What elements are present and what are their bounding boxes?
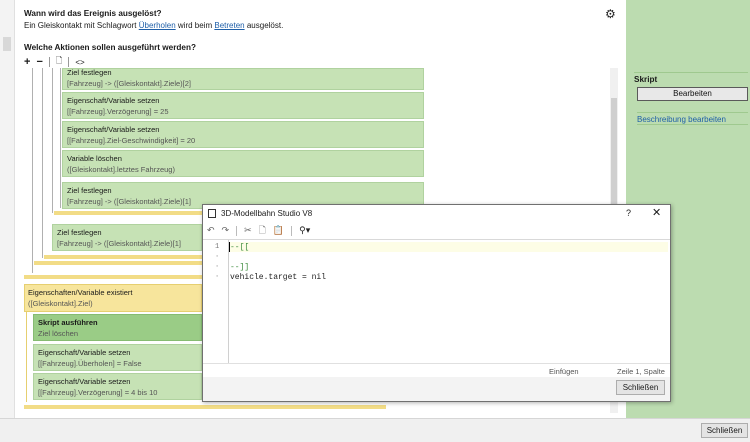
action-item[interactable]: Ziel festlegen [Fahrzeug] -> ([Gleiskont…	[62, 68, 424, 90]
dialog-title: 3D-Modellbahn Studio V8	[221, 209, 313, 218]
add-icon[interactable]: +	[24, 56, 31, 68]
action-title: Eigenschaft/Variable setzen	[67, 125, 160, 134]
event-line-prefix: Ein Gleiskontakt mit Schlagwort	[24, 21, 137, 30]
script-editor-dialog: 3D-Modellbahn Studio V8 ? ✕ ↶ ↷ ✂ 🗋 📋 ⚲▾…	[202, 204, 671, 402]
code-line: --[[	[230, 243, 250, 252]
event-line-suffix: ausgelöst.	[246, 21, 284, 30]
action-subtitle: [[Fahrzeug].Ziel-Geschwindigkeit] = 20	[67, 136, 196, 145]
action-subtitle: [[Fahrzeug].Überholen] = False	[38, 359, 142, 368]
block-end-bar	[44, 255, 202, 259]
action-subtitle: [[Fahrzeug].Verzögerung] = 25	[67, 107, 169, 116]
action-item[interactable]: Eigenschaft/Variable setzen [[Fahrzeug].…	[62, 121, 424, 148]
action-title: Variable löschen	[67, 154, 122, 163]
remove-icon[interactable]: −	[36, 56, 43, 68]
condition-subtitle: ([Gleiskontakt].Ziel)	[28, 299, 93, 308]
insert-mode: Einfügen	[549, 367, 579, 376]
undo-icon[interactable]: ↶	[207, 225, 215, 235]
app-icon	[208, 209, 216, 218]
action-title: Ziel festlegen	[67, 186, 112, 195]
edit-button[interactable]: Bearbeiten	[637, 87, 748, 101]
edit-description-link[interactable]: Beschreibung bearbeiten	[637, 112, 748, 125]
event-question: Wann wird das Ereignis ausgelöst?	[24, 9, 162, 18]
close-icon[interactable]: ✕	[652, 207, 662, 219]
editor-toolbar: ↶ ↷ ✂ 🗋 📋 ⚲▾	[203, 223, 670, 238]
code-line: vehicle.target = nil	[230, 273, 327, 282]
dialog-close-button[interactable]: Schließen	[616, 380, 665, 395]
action-subtitle: [Fahrzeug] -> ([Gleiskontakt].Ziele)[2]	[67, 79, 192, 88]
copy-icon[interactable]: 🗋	[258, 224, 266, 235]
footer-bar	[0, 418, 750, 442]
line-number-gutter: 1 · · ·	[203, 240, 229, 364]
action-item[interactable]: Ziel festlegen [Fahrzeug] -> ([Gleiskont…	[52, 224, 202, 251]
right-panel-header: Skript	[634, 72, 748, 86]
tree-line	[42, 68, 43, 258]
text-cursor	[229, 242, 230, 252]
toolbar-separator	[291, 225, 293, 236]
condition-block[interactable]: Eigenschaften/Variable existiert ([Gleis…	[24, 284, 202, 312]
tree-line	[52, 68, 53, 213]
trigger-action-link[interactable]: Betreten	[214, 21, 245, 30]
paste-icon[interactable]: 📋	[272, 225, 285, 235]
action-item[interactable]: Eigenschaft/Variable setzen [[Fahrzeug].…	[33, 344, 202, 371]
action-subtitle: ([Gleiskontakt].letztes Fahrzeug)	[67, 165, 175, 174]
block-end-bar	[24, 405, 386, 409]
left-strip-tab[interactable]	[3, 37, 11, 51]
action-item[interactable]: Variable löschen ([Gleiskontakt].letztes…	[62, 150, 424, 177]
toolbar-separator	[68, 57, 70, 67]
action-item-selected[interactable]: Skript ausführen Ziel löschen	[33, 314, 202, 341]
action-title: Eigenschaft/Variable setzen	[38, 377, 131, 386]
search-icon[interactable]: ⚲▾	[299, 225, 311, 235]
toolbar-separator	[48, 57, 50, 67]
document-icon[interactable]: 🗋	[55, 56, 63, 65]
event-description: Ein Gleiskontakt mit Schlagwort Überhole…	[24, 21, 283, 30]
left-strip	[0, 0, 15, 418]
action-subtitle: [Fahrzeug] -> ([Gleiskontakt].Ziele)[1]	[67, 197, 192, 206]
action-item[interactable]: Eigenschaft/Variable setzen [[Fahrzeug].…	[33, 373, 202, 400]
actions-title: Welche Aktionen sollen ausgeführt werden…	[24, 43, 196, 52]
action-title: Skript ausführen	[38, 318, 98, 327]
editor-statusbar: Einfügen Zeile 1, Spalte 1	[203, 363, 670, 385]
keyword-link[interactable]: Überholen	[138, 21, 176, 30]
block-end-bar	[24, 275, 202, 279]
current-line-highlight	[230, 242, 668, 252]
action-item[interactable]: Eigenschaft/Variable setzen [[Fahrzeug].…	[62, 92, 424, 119]
action-subtitle: [[Fahrzeug].Verzögerung] = 4 bis 10	[38, 388, 158, 397]
line-number: 1	[215, 243, 220, 251]
action-subtitle: [Fahrzeug] -> ([Gleiskontakt].Ziele)[1]	[57, 239, 182, 248]
actions-toolbar: + − 🗋 <>	[24, 56, 85, 68]
block-end-bar	[34, 261, 202, 265]
action-title: Ziel festlegen	[67, 68, 112, 77]
code-editor[interactable]: 1 · · · --[[ --]] vehicle.target = nil	[203, 239, 670, 364]
action-title: Eigenschaft/Variable setzen	[38, 348, 131, 357]
line-number: ·	[215, 263, 220, 271]
line-number: ·	[215, 253, 220, 261]
action-subtitle: Ziel löschen	[38, 329, 79, 338]
cut-icon[interactable]: ✂	[244, 225, 252, 235]
code-line: --]]	[230, 263, 250, 272]
tree-line	[32, 68, 33, 273]
toolbar-separator	[236, 225, 238, 236]
tree-line	[60, 68, 61, 208]
close-button[interactable]: Schließen	[701, 423, 748, 438]
code-icon[interactable]: <>	[75, 57, 85, 67]
action-title: Ziel festlegen	[57, 228, 102, 237]
condition-title: Eigenschaften/Variable existiert	[28, 288, 133, 297]
scrollbar-thumb[interactable]	[611, 98, 617, 248]
help-icon[interactable]: ?	[626, 208, 632, 218]
action-title: Eigenschaft/Variable setzen	[67, 96, 160, 105]
gear-icon[interactable]: ⚙	[605, 7, 616, 21]
dialog-footer	[203, 377, 670, 401]
line-number: ·	[215, 273, 220, 281]
redo-icon[interactable]: ↷	[221, 225, 230, 235]
tree-line	[26, 312, 27, 402]
event-line-mid: wird beim	[177, 21, 213, 30]
block-end-bar	[54, 211, 232, 215]
dialog-titlebar: 3D-Modellbahn Studio V8 ? ✕	[203, 205, 670, 222]
